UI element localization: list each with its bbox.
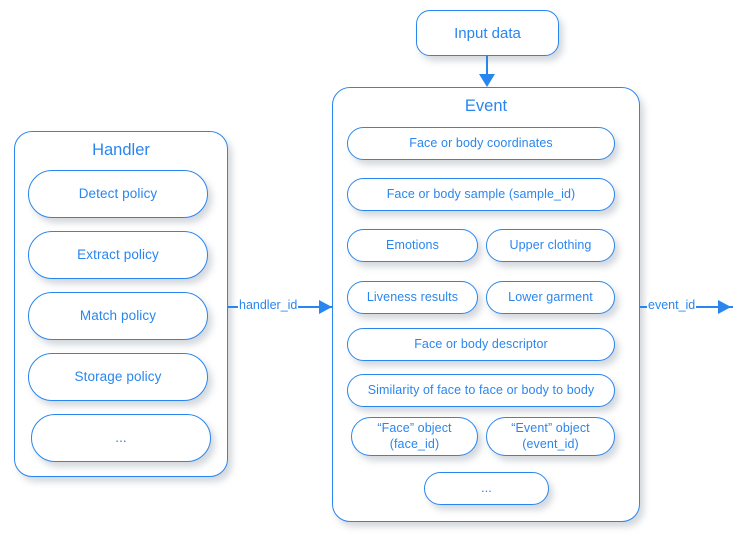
event-item-label: ... — [481, 481, 492, 496]
event-item-more[interactable]: ... — [424, 472, 549, 505]
handler-item-more[interactable]: ... — [31, 414, 211, 462]
event-item-label: Upper clothing — [509, 238, 592, 253]
event-item-label: “Face” object — [377, 421, 452, 436]
node-input-data-label: Input data — [454, 24, 521, 42]
connector-handler-to-event-label: handler_id — [238, 298, 299, 312]
handler-item-label: Storage policy — [74, 369, 162, 385]
event-item-upper-clothing[interactable]: Upper clothing — [486, 229, 615, 262]
event-item-emotions[interactable]: Emotions — [347, 229, 478, 262]
node-input-data[interactable]: Input data — [416, 10, 559, 56]
connector-input-to-event-line — [486, 56, 488, 79]
handler-item-label: ... — [115, 430, 127, 446]
event-item-label: Lower garment — [508, 290, 593, 305]
arrow-right-icon — [319, 300, 332, 314]
handler-item-label: Match policy — [79, 308, 157, 324]
event-item-sublabel: (face_id) — [389, 436, 440, 451]
arrow-right-icon — [718, 300, 731, 314]
event-item-label: Emotions — [386, 238, 439, 253]
handler-item-detect-policy[interactable]: Detect policy — [28, 170, 208, 218]
handler-item-extract-policy[interactable]: Extract policy — [28, 231, 208, 279]
group-handler-title: Handler — [92, 141, 150, 159]
connector-event-out-label: event_id — [647, 298, 697, 312]
event-item-label: Face or body coordinates — [409, 136, 553, 151]
event-item-label: Face or body descriptor — [414, 337, 548, 352]
handler-item-label: Extract policy — [77, 247, 159, 263]
event-item-event-object[interactable]: “Event” object (event_id) — [486, 417, 615, 456]
handler-item-storage-policy[interactable]: Storage policy — [28, 353, 208, 401]
handler-item-label: Detect policy — [78, 186, 158, 202]
event-item-label: “Event” object — [511, 421, 590, 436]
event-item-label: Similarity of face to face or body to bo… — [367, 383, 595, 398]
group-event-title: Event — [464, 97, 508, 115]
event-item-face-or-body-coordinates[interactable]: Face or body coordinates — [347, 127, 615, 160]
event-item-lower-garment[interactable]: Lower garment — [486, 281, 615, 314]
handler-item-match-policy[interactable]: Match policy — [28, 292, 208, 340]
event-item-face-object[interactable]: “Face” object (face_id) — [351, 417, 478, 456]
event-item-label: Face or body sample (sample_id) — [386, 187, 576, 202]
event-item-similarity[interactable]: Similarity of face to face or body to bo… — [347, 374, 615, 407]
event-item-liveness-results[interactable]: Liveness results — [347, 281, 478, 314]
event-item-face-or-body-descriptor[interactable]: Face or body descriptor — [347, 328, 615, 361]
arrow-down-icon — [479, 74, 495, 87]
event-item-sublabel: (event_id) — [522, 436, 579, 451]
event-item-face-or-body-sample[interactable]: Face or body sample (sample_id) — [347, 178, 615, 211]
event-item-label: Liveness results — [366, 290, 459, 305]
